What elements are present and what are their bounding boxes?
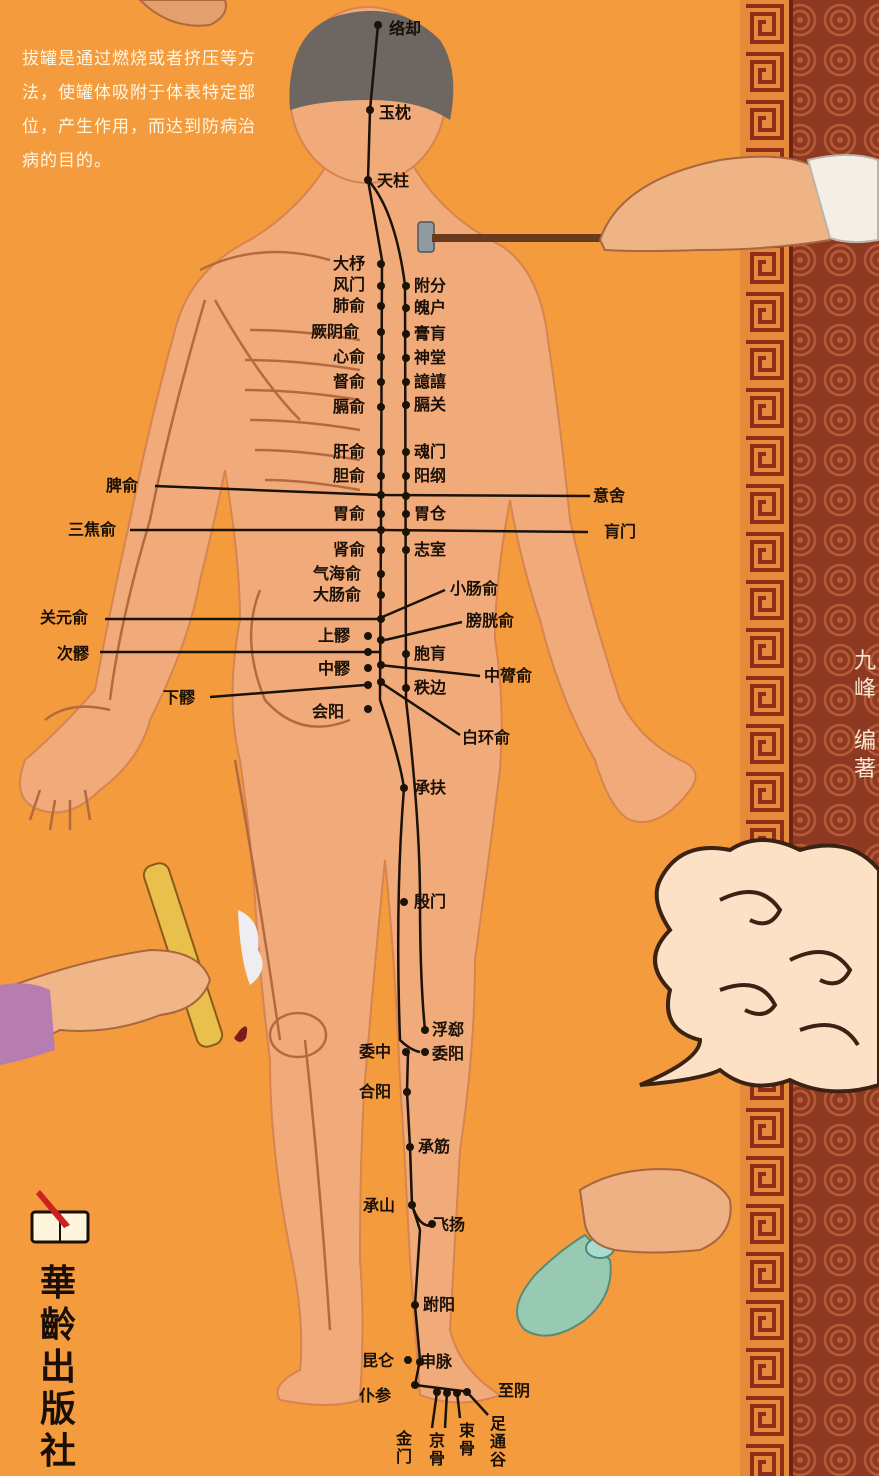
point-fuyang: 跗阳 — [423, 1296, 455, 1314]
point-zhiyin: 至阴 — [498, 1382, 530, 1400]
point-zhibian: 秩边 — [414, 679, 446, 697]
point-yinmen: 殷门 — [414, 893, 446, 911]
point-dachangshu: 大肠俞 — [313, 586, 361, 604]
point-fufen: 附分 — [414, 277, 446, 295]
point-chengfu: 承扶 — [414, 779, 446, 797]
point-pucan: 仆参 — [359, 1387, 391, 1405]
point-huiyang: 会阳 — [312, 703, 344, 721]
point-hunmen: 魂门 — [414, 443, 446, 461]
point-danshu: 胆俞 — [333, 467, 365, 485]
point-luoque: 络却 — [389, 20, 421, 38]
point-feishu: 肺俞 — [333, 297, 365, 315]
point-yixi: 譩譆 — [414, 373, 446, 391]
point-shentang: 神堂 — [414, 349, 446, 367]
point-geguan: 膈关 — [414, 396, 446, 414]
point-xialiao: 下髎 — [163, 689, 195, 707]
point-tianzhu: 天柱 — [377, 172, 409, 190]
point-yishe: 意舍 — [593, 487, 625, 505]
point-pohu: 魄户 — [414, 299, 446, 317]
point-gaohuang: 膏肓 — [414, 325, 446, 343]
point-xinshu: 心俞 — [333, 348, 365, 366]
point-heyang: 合阳 — [359, 1083, 391, 1101]
point-chengshan: 承山 — [363, 1197, 395, 1215]
top-hand — [140, 0, 226, 26]
point-baihuanshu: 白环俞 — [462, 729, 510, 747]
point-chengjin: 承筋 — [418, 1138, 450, 1156]
point-shugu: 束骨 — [458, 1422, 476, 1458]
point-geshu: 膈俞 — [333, 398, 365, 416]
intro-paragraph: 拔罐是通过燃烧或者挤压等方法，使罐体吸附于体表特定部位，产生作用，而达到防病治病… — [22, 42, 257, 178]
point-weishu: 胃俞 — [333, 505, 365, 523]
point-weizhong: 委中 — [359, 1043, 391, 1061]
point-sanjiaoshu: 三焦俞 — [68, 521, 116, 539]
point-huangmen: 肓门 — [604, 523, 636, 541]
right-hand — [580, 1169, 731, 1252]
point-kunlun: 昆仑 — [362, 1352, 394, 1370]
point-guanyuanshu: 关元俞 — [40, 609, 88, 627]
point-zhonglvshu: 中膂俞 — [484, 667, 532, 685]
point-shangliao: 上髎 — [318, 627, 350, 645]
point-pishu: 脾俞 — [106, 477, 138, 495]
point-zhishi: 志室 — [414, 541, 446, 559]
cloud-icon — [640, 840, 879, 1091]
point-fengmen: 风门 — [333, 276, 365, 294]
point-shenmai: 申脉 — [420, 1353, 452, 1371]
point-xiaochangshu: 小肠俞 — [450, 580, 498, 598]
point-jinmen: 金门 — [395, 1430, 413, 1466]
glass-cup-icon — [517, 1235, 614, 1336]
point-ganshu: 肝俞 — [333, 443, 365, 461]
point-weicang: 胃仓 — [414, 505, 446, 523]
point-pangguangshu: 膀胱俞 — [466, 612, 514, 630]
point-yuzhen: 玉枕 — [379, 104, 411, 122]
point-qihaishu: 气海俞 — [313, 565, 361, 583]
point-dushu: 督俞 — [333, 373, 365, 391]
point-feiyang: 飞扬 — [433, 1216, 465, 1234]
point-dazhu: 大杼 — [333, 255, 365, 273]
point-fuxi: 浮郄 — [432, 1021, 464, 1039]
point-zutonggu: 足通谷 — [489, 1415, 507, 1469]
point-zhongliao: 中髎 — [318, 660, 350, 678]
left-sleeve — [0, 983, 55, 1065]
point-jinggu: 京骨 — [428, 1432, 446, 1468]
point-yanggang: 阳纲 — [414, 467, 446, 485]
point-jueyinshu: 厥阴俞 — [311, 323, 359, 341]
point-baohuang: 胞肓 — [414, 645, 446, 663]
point-ciliao: 次髎 — [57, 645, 89, 663]
point-weiyang: 委阳 — [432, 1045, 464, 1063]
publisher-name: 華齡出版社 — [36, 1262, 80, 1472]
point-shenshu: 肾俞 — [333, 541, 365, 559]
publisher-logo-icon — [32, 1190, 88, 1242]
probe-icon — [418, 155, 878, 252]
